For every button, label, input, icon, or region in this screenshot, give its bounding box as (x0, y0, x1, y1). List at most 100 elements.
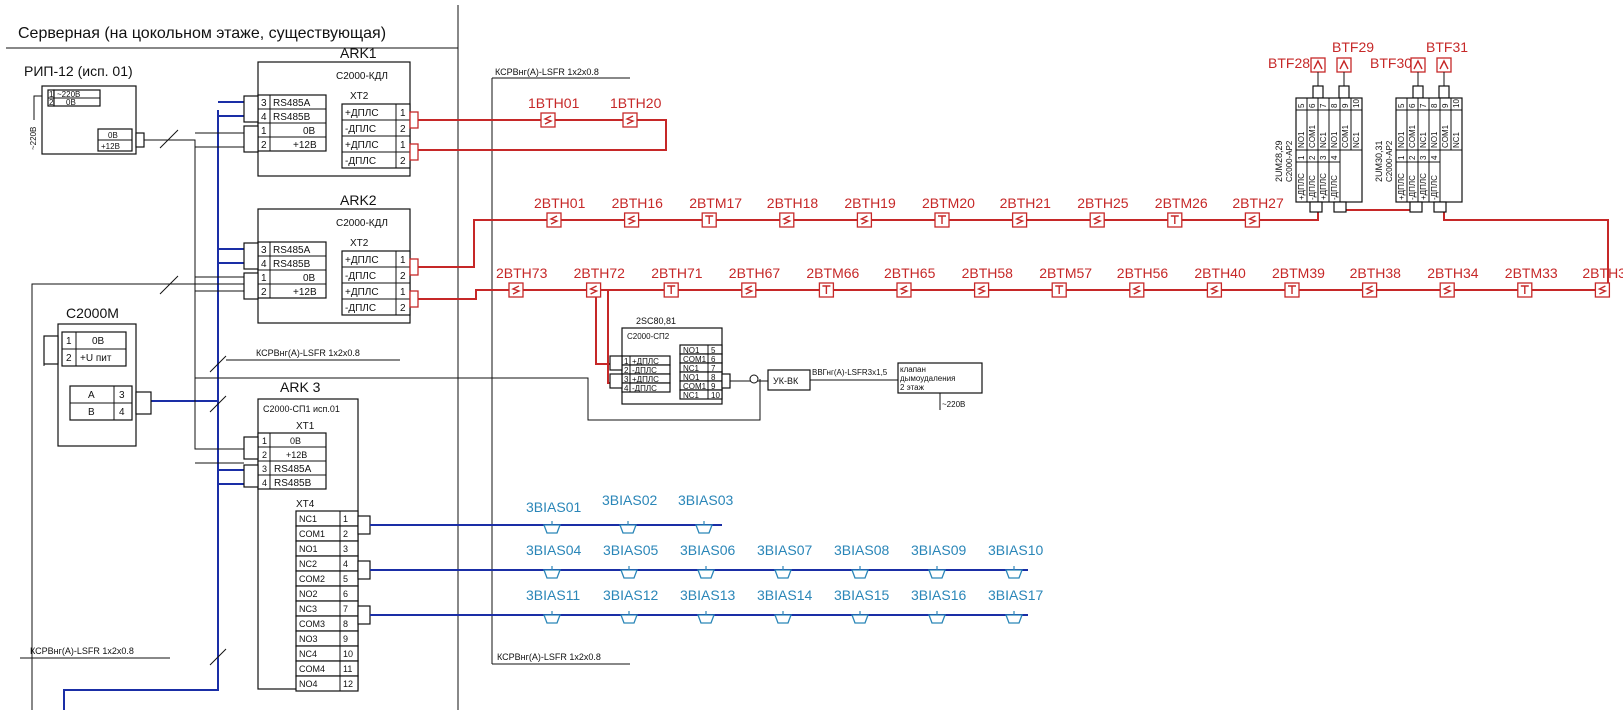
detector-label: 2BTH25 (1077, 195, 1129, 211)
sc-right-num: 8 (711, 373, 716, 382)
xt4-num: 3 (343, 544, 348, 554)
xt4-label: NC2 (299, 559, 317, 569)
detector-2bth19: 2BTH19 (844, 195, 896, 228)
btf-btf30 (1410, 57, 1426, 99)
detector-1bth01: 1BTH01 (528, 95, 580, 128)
svg-text:3: 3 (261, 98, 267, 109)
detector-label: 2BTH32 (1582, 265, 1623, 281)
valve-power: ~220В (942, 400, 965, 409)
sc-right-label: NO1 (683, 373, 700, 382)
um-top-num: 8 (1330, 103, 1339, 108)
um-bot-label: +ДПЛС (1397, 173, 1406, 200)
xt4-num: 10 (343, 649, 353, 659)
detector-label: 2BTH40 (1194, 265, 1246, 281)
server-room-frame: Серверная (на цокольном этаже, существую… (6, 5, 459, 710)
xt4-label: NC3 (299, 604, 317, 614)
siren-label: 3BIAS01 (526, 499, 581, 515)
um-top-num: 5 (1397, 103, 1406, 108)
siren-label: 3BIAS02 (602, 492, 657, 508)
um-top-label: NO1 (1330, 131, 1339, 148)
um2-block: 5NO16COM17NC18NO19COM110NC11+ДПЛС2-ДПЛС3… (1374, 97, 1463, 213)
um-bot-label: +ДПЛС (1297, 173, 1306, 200)
siren-3bias09: 3BIAS09 (911, 542, 966, 579)
svg-text:2: 2 (400, 303, 406, 314)
svg-text:2: 2 (400, 156, 406, 167)
detector-1bth20: 1BTH20 (610, 95, 662, 128)
siren-3bias11: 3BIAS11 (526, 587, 580, 624)
c2000m-title: С2000М (66, 305, 119, 321)
sc-right-label: COM1 (683, 382, 707, 391)
siren-label: 3BIAS13 (680, 587, 735, 603)
detector-2bth67: 2BTH67 (729, 265, 781, 298)
um-top-num: 7 (1419, 103, 1428, 108)
um2-device: С2000-АР2 (1385, 140, 1394, 182)
sc-block: 2SC80,81 С2000-СП2 1+ДПЛС2-ДПЛС3+ДПЛС4-Д… (609, 316, 731, 405)
detector-label: 2BTH67 (729, 265, 781, 281)
detector-2bth01: 2BTH01 (534, 195, 586, 228)
power-bus (31, 129, 761, 710)
svg-text:2: 2 (261, 287, 267, 298)
detector-label: 1BTH01 (528, 95, 580, 111)
detector-label: 2BTH27 (1232, 195, 1284, 211)
btf-label-31: BTF31 (1426, 39, 1468, 55)
xt4-label: NO3 (299, 634, 318, 644)
um1-device: С2000-АР2 (1285, 140, 1294, 182)
rs485-bus (63, 101, 244, 710)
sc-right-num: 7 (711, 364, 716, 373)
valve-line1: клапан (900, 365, 926, 374)
sc-left-label: +ДПЛС (632, 375, 659, 384)
detector-2bth34: 2BTH34 (1427, 265, 1479, 298)
sc-right-num: 10 (711, 391, 720, 400)
um-top-num: 8 (1430, 103, 1439, 108)
detector-2bth73: 2BTH73 (496, 265, 548, 298)
c2000m-b: B (88, 407, 95, 418)
detector-label: 2BTH19 (844, 195, 896, 211)
xt4-label: NO1 (299, 544, 318, 554)
svg-text:1: 1 (400, 287, 406, 298)
svg-text:3: 3 (119, 390, 125, 401)
svg-text:-ДПЛС: -ДПЛС (345, 271, 376, 282)
siren-label: 3BIAS05 (603, 542, 658, 558)
um-top-label: COM1 (1408, 124, 1417, 148)
detector-2bth25: 2BTH25 (1077, 195, 1129, 228)
svg-text:1: 1 (400, 140, 406, 151)
ark3-xt1: XT1 (296, 421, 315, 432)
siren-label: 3BIAS06 (680, 542, 735, 558)
svg-text:4: 4 (119, 407, 125, 418)
ark2-title: ARK2 (340, 192, 377, 208)
cable-labels: КСРВнг(А)-LSFR 1х2х0.8 КСРВнг(А)-LSFR 1х… (20, 67, 630, 665)
rip12-in1: ~220В (57, 90, 80, 99)
cable-label-vvg: ВВГнг(А)-LSFR3х1,5 (812, 368, 888, 377)
um-bot-label: -ДПЛС (1330, 175, 1339, 200)
cable-label-bottom: КСРВнг(А)-LSFR 1х2х0.8 (497, 652, 601, 662)
siren-label: 3BIAS08 (834, 542, 889, 558)
svg-text:1: 1 (400, 108, 406, 119)
sc-right-num: 9 (711, 382, 716, 391)
detector-2bth38: 2BTH38 (1350, 265, 1401, 298)
um-top-label: COM1 (1308, 124, 1317, 148)
detector-label: 2BTH21 (1000, 195, 1052, 211)
cable-label-top: КСРВнг(А)-LSFR 1х2х0.8 (495, 67, 599, 77)
sc-left-label: +ДПЛС (632, 357, 659, 366)
siren-3bias01: 3BIAS01 (526, 499, 581, 534)
rip12-out1: 0В (108, 131, 118, 140)
rip12-block: РИП-12 (исп. 01) 1 2 ~220В 0В 0В +12В ~2… (24, 63, 145, 155)
um-top-num: 10 (1352, 99, 1361, 108)
ark1-block: ARK1 С2000-КДЛ XT2 3 RS485A 4 RS485B 1 0… (243, 45, 419, 177)
um-top-label: COM1 (1341, 124, 1350, 148)
xt4-label: NC1 (299, 514, 317, 524)
um2-label: 2UM30,31 (1374, 140, 1384, 182)
siren-3bias10: 3BIAS10 (988, 542, 1043, 579)
um-top-num: 5 (1297, 103, 1306, 108)
detector-2bth58: 2BTH58 (962, 265, 1013, 298)
siren-3bias17: 3BIAS17 (988, 587, 1043, 624)
siren-label: 3BIAS15 (834, 587, 889, 603)
xt4-num: 8 (343, 619, 348, 629)
svg-text:1: 1 (49, 90, 54, 99)
svg-text:4: 4 (261, 112, 267, 123)
sc-right-label: NC1 (683, 391, 700, 400)
um-bot-num: 2 (1308, 155, 1317, 160)
svg-text:2: 2 (400, 124, 406, 135)
siren-label: 3BIAS16 (911, 587, 966, 603)
